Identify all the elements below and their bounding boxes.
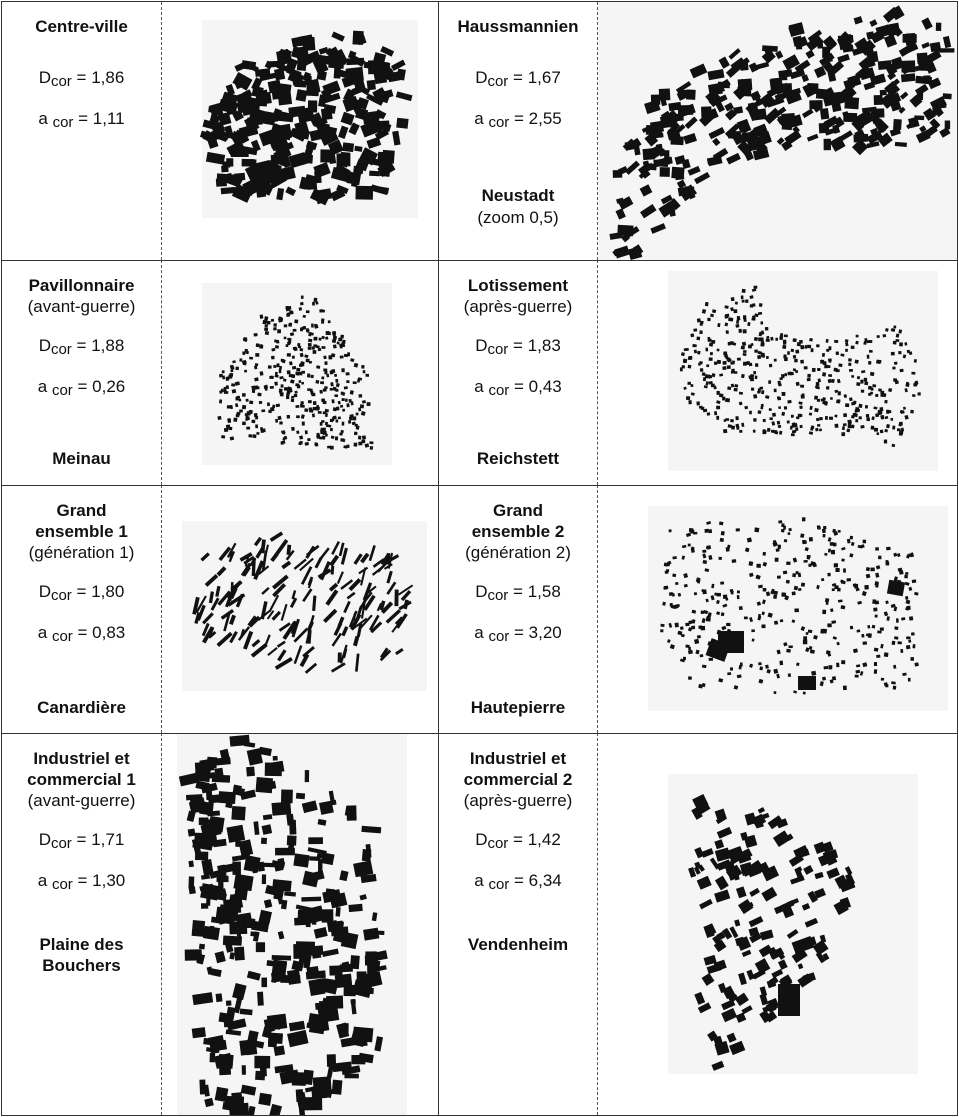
- a-coefficient: a cor = 0,43: [474, 377, 562, 399]
- urban-morphology-map: [668, 774, 918, 1074]
- place-note: (zoom 0,5): [477, 208, 559, 227]
- urban-morphology-map: [648, 506, 948, 711]
- cell-map-6: [162, 733, 439, 1115]
- place-name: Vendenheim: [467, 935, 569, 954]
- cell-subtitle: (génération 1): [28, 543, 135, 562]
- d-coefficient: Dcor = 1,71: [38, 830, 125, 852]
- cell-text-2: Pavillonnaire (avant-guerre) Dcor = 1,88…: [2, 260, 162, 485]
- place-name: Plaine des Bouchers: [39, 935, 124, 975]
- d-coefficient: Dcor = 1,88: [38, 336, 125, 358]
- cell-title: Pavillonnaire: [28, 276, 135, 295]
- d-coefficient: Dcor = 1,67: [475, 68, 561, 90]
- cell-text-1: Haussmannien Dcor = 1,67 a cor = 2,55 Ne…: [439, 2, 598, 260]
- cell-title: Lotissement: [467, 276, 569, 295]
- cell-title: Centre-ville: [35, 17, 128, 36]
- cell-text-6: Industriel et commercial 1 (avant-guerre…: [2, 733, 162, 1115]
- cell-text-4: Grand ensemble 1 (génération 1) Dcor = 1…: [2, 485, 162, 733]
- cell-map-2: [162, 260, 439, 485]
- cell-map-0: [162, 2, 439, 260]
- cell-title: Industriel et commercial 1: [27, 749, 136, 789]
- cell-text-0: Centre-ville Dcor = 1,86 a cor = 1,11: [2, 2, 162, 260]
- urban-morphology-map: [202, 283, 392, 465]
- urban-morphology-map: [598, 2, 957, 260]
- cell-subtitle: (génération 2): [465, 543, 571, 562]
- cell-text-5: Grand ensemble 2 (génération 2) Dcor = 1…: [439, 485, 598, 733]
- cell-title: Haussmannien: [457, 17, 579, 36]
- a-coefficient: a cor = 0,83: [37, 623, 126, 645]
- a-coefficient: a cor = 1,11: [38, 109, 125, 131]
- cell-subtitle: (avant-guerre): [27, 791, 136, 810]
- a-coefficient: a cor = 1,30: [37, 871, 126, 893]
- cell-title: Grand ensemble 1: [35, 501, 128, 541]
- cell-title: Grand ensemble 2: [471, 501, 565, 541]
- a-coefficient: a cor = 6,34: [474, 871, 562, 893]
- a-coefficient: a cor = 3,20: [474, 623, 562, 645]
- place-name: Hautepierre: [470, 698, 566, 717]
- urban-morphology-map: [199, 20, 418, 218]
- d-coefficient: Dcor = 1,42: [475, 830, 561, 852]
- cell-subtitle: (après-guerre): [463, 791, 573, 810]
- cell-map-4: [162, 485, 439, 733]
- cell-map-1: [598, 2, 957, 260]
- cell-text-3: Lotissement (après-guerre) Dcor = 1,83 a…: [439, 260, 598, 485]
- d-coefficient: Dcor = 1,83: [475, 336, 561, 358]
- d-coefficient: Dcor = 1,58: [475, 582, 561, 604]
- urban-morphology-map: [182, 521, 427, 691]
- urban-morphology-map: [177, 734, 407, 1115]
- place-name: Neustadt: [481, 186, 555, 205]
- cell-subtitle: (après-guerre): [463, 297, 573, 316]
- cell-text-7: Industriel et commercial 2 (après-guerre…: [439, 733, 598, 1115]
- d-coefficient: Dcor = 1,80: [38, 582, 125, 604]
- a-coefficient: a cor = 2,55: [474, 109, 562, 131]
- place-name: Meinau: [52, 449, 111, 468]
- place-name: Canardière: [37, 698, 126, 717]
- a-coefficient: a cor = 0,26: [37, 377, 126, 399]
- cell-title: Industriel et commercial 2: [463, 749, 573, 789]
- cell-map-7: [598, 733, 957, 1115]
- place-name: Reichstett: [476, 449, 560, 468]
- urban-morphology-map: [668, 271, 938, 471]
- d-coefficient: Dcor = 1,86: [38, 68, 125, 90]
- cell-map-3: [598, 260, 957, 485]
- cell-subtitle: (avant-guerre): [27, 297, 136, 316]
- cell-map-5: [598, 485, 957, 733]
